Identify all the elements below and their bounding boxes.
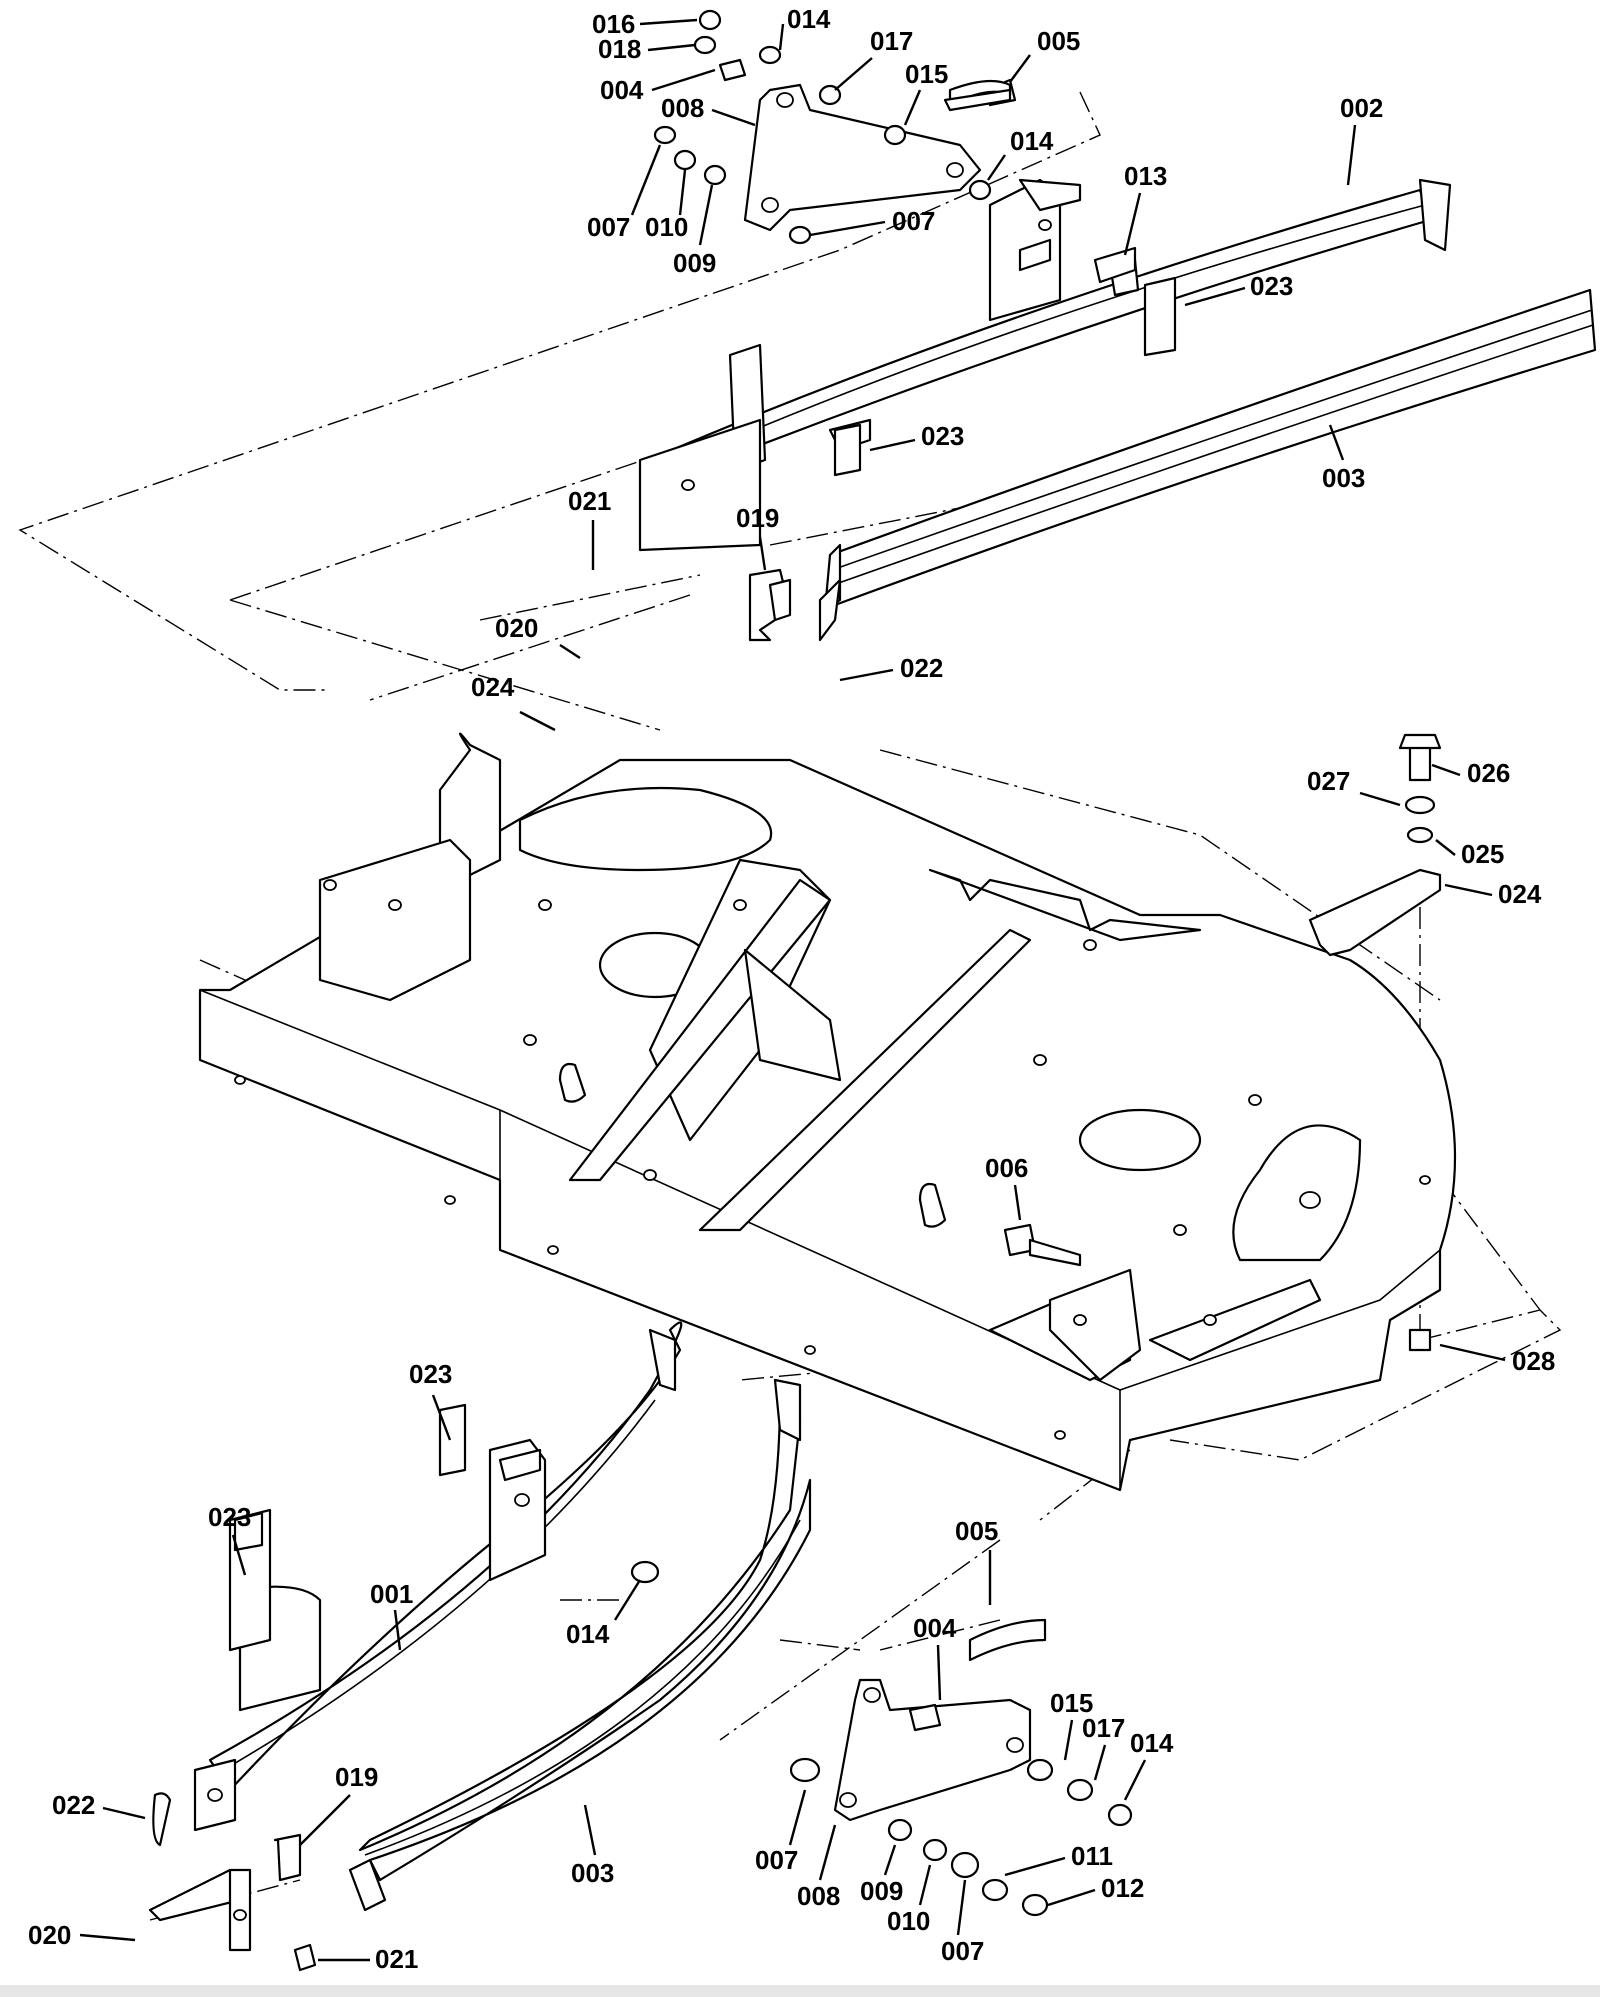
mower-deck [198, 732, 1457, 1492]
callout-004: 004 [913, 1613, 957, 1643]
callout-023: 023 [1250, 271, 1293, 301]
callout-014: 014 [1130, 1728, 1174, 1758]
callout-002: 002 [1340, 93, 1383, 123]
callout-021: 021 [375, 1944, 418, 1974]
callout-009: 009 [860, 1876, 903, 1906]
callout-005: 005 [1037, 26, 1080, 56]
callouts: 016 014 018 017 005 004 015 008 002 014 … [28, 4, 1555, 1974]
callout-004: 004 [600, 75, 644, 105]
callout-028: 028 [1512, 1346, 1555, 1376]
callout-026: 026 [1467, 758, 1510, 788]
callout-016: 016 [592, 9, 635, 39]
callout-014: 014 [1010, 126, 1054, 156]
callout-022: 022 [52, 1790, 95, 1820]
callout-007: 007 [587, 212, 630, 242]
callout-003: 003 [1322, 463, 1365, 493]
callout-013: 013 [1124, 161, 1167, 191]
callout-019: 019 [736, 503, 779, 533]
callout-017: 017 [1082, 1713, 1125, 1743]
callout-011: 011 [1071, 1841, 1113, 1871]
callout-010: 010 [645, 212, 688, 242]
callout-008: 008 [661, 93, 704, 123]
callout-014: 014 [566, 1619, 610, 1649]
callout-006: 006 [985, 1153, 1028, 1183]
callout-007: 007 [755, 1845, 798, 1875]
upper-linkage [653, 9, 1140, 297]
hardware-right [1003, 733, 1442, 1352]
callout-021: 021 [568, 486, 611, 516]
callout-015: 015 [905, 59, 948, 89]
deck-holes [234, 899, 1431, 1440]
callout-008: 008 [797, 1881, 840, 1911]
callout-007: 007 [941, 1936, 984, 1966]
callout-018: 018 [598, 34, 641, 64]
callout-020: 020 [28, 1920, 71, 1950]
callout-010: 010 [887, 1906, 930, 1936]
callout-025: 025 [1461, 839, 1504, 869]
lower-linkage [789, 1618, 1133, 1917]
lower-brackets [148, 1403, 660, 1972]
callout-014: 014 [787, 4, 831, 34]
callout-015: 015 [1050, 1688, 1093, 1718]
callout-024: 024 [471, 672, 515, 702]
upper-brackets [638, 178, 1177, 642]
upper-rails [658, 178, 1597, 642]
callout-019: 019 [335, 1762, 378, 1792]
callout-017: 017 [870, 26, 913, 56]
callout-001: 001 [370, 1579, 413, 1609]
callout-027: 027 [1307, 766, 1350, 796]
bottom-rule [0, 1985, 1600, 1997]
callout-024: 024 [1498, 879, 1542, 909]
callout-023: 023 [921, 421, 964, 451]
callout-007: 007 [892, 206, 935, 236]
callout-023: 023 [409, 1359, 452, 1389]
callout-003: 003 [571, 1858, 614, 1888]
callout-020: 020 [495, 613, 538, 643]
callout-012: 012 [1101, 1873, 1144, 1903]
callout-005: 005 [955, 1516, 998, 1546]
callout-023: 023 [208, 1502, 251, 1532]
callout-022: 022 [900, 653, 943, 683]
lower-rails [208, 1321, 812, 1912]
callout-009: 009 [673, 248, 716, 278]
